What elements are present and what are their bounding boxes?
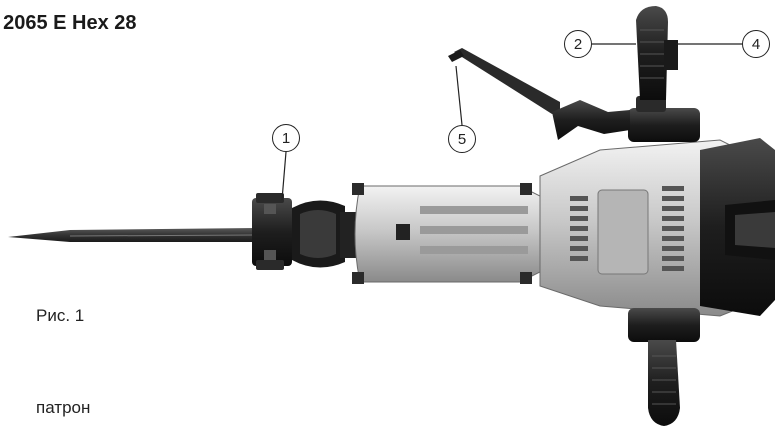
callout-1: 1 [272, 124, 300, 152]
callout-2: 2 [564, 30, 592, 58]
front-housing [352, 183, 541, 284]
model-title: I 2065 E Hex 28 [0, 12, 137, 34]
tool-retainer-chuck [252, 193, 362, 270]
hex-key-tool [448, 48, 630, 140]
bottom-handle [628, 308, 700, 426]
chisel-bit [8, 228, 256, 242]
top-handle [628, 6, 700, 142]
legend-caption: патрон [36, 398, 91, 417]
rear-cover [700, 138, 775, 316]
figure-label: Рис. 1 [36, 306, 85, 325]
leader-lines [281, 43, 754, 201]
callout-5: 5 [448, 125, 476, 153]
callout-4: 4 [742, 30, 770, 58]
